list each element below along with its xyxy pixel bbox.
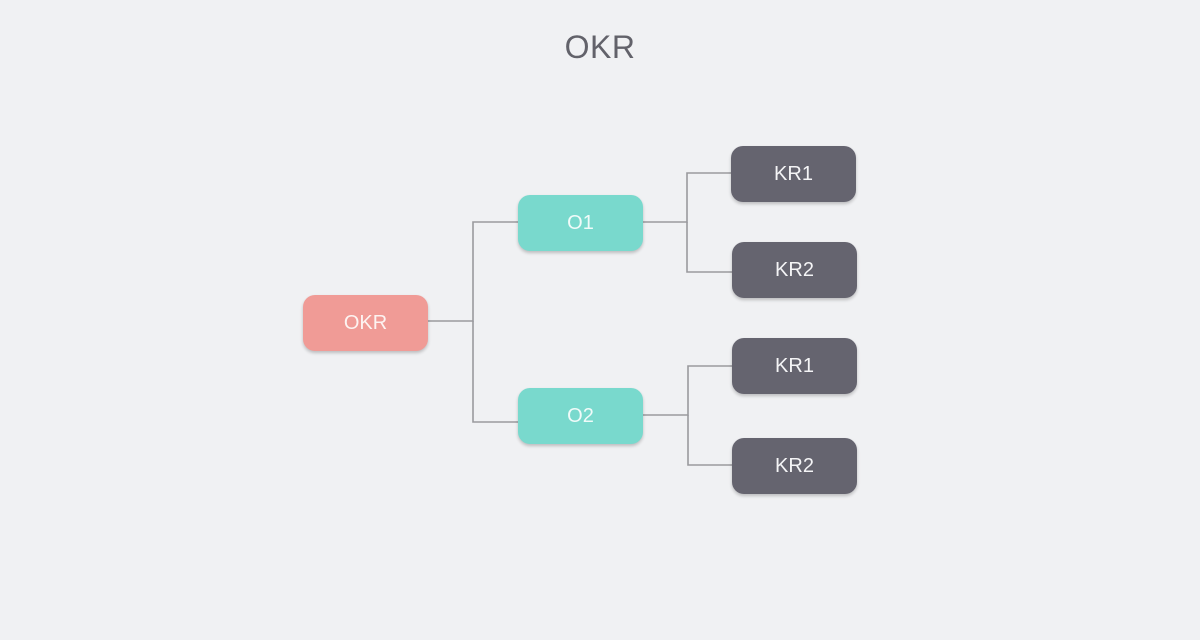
objective-node-o1[interactable]: O1 xyxy=(518,195,643,251)
key-result-node-label: KR2 xyxy=(775,258,814,281)
root-node-okr[interactable]: OKR xyxy=(303,295,428,351)
page-title: OKR xyxy=(564,29,636,65)
connector-root-to-o1 xyxy=(428,221,518,322)
key-result-node-label: KR2 xyxy=(775,454,814,477)
connector-o2-to-kr2 xyxy=(687,415,732,466)
objective-node-label: O1 xyxy=(567,211,594,234)
key-result-node-o1-kr1[interactable]: KR1 xyxy=(731,146,856,202)
key-result-node-o1-kr2[interactable]: KR2 xyxy=(732,242,857,298)
key-result-node-label: KR1 xyxy=(774,162,813,185)
connector-o1-to-kr1 xyxy=(643,172,731,223)
key-result-node-label: KR1 xyxy=(775,354,814,377)
objective-node-label: O2 xyxy=(567,404,594,427)
key-result-node-o2-kr1[interactable]: KR1 xyxy=(732,338,857,394)
objective-node-o2[interactable]: O2 xyxy=(518,388,643,444)
key-result-node-o2-kr2[interactable]: KR2 xyxy=(732,438,857,494)
root-node-label: OKR xyxy=(343,311,388,334)
connector-o2-to-kr1 xyxy=(643,365,732,416)
connector-root-to-o2 xyxy=(472,321,518,423)
connector-o1-to-kr2 xyxy=(686,222,732,273)
